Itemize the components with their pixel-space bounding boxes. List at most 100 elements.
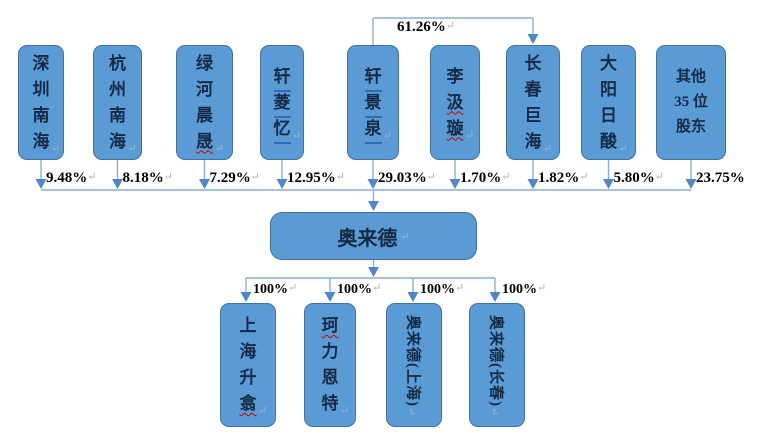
box-label: 长 bbox=[525, 51, 542, 77]
box-char: 河 bbox=[196, 79, 213, 99]
shareholder-box-li-jixuan: 李汲璇↵ bbox=[430, 45, 480, 160]
shareholder-box-xuan-jingquan: 轩景泉↵ bbox=[347, 45, 399, 160]
paragraph-mark: ↵ bbox=[250, 171, 260, 183]
box-char: 上 bbox=[239, 316, 257, 335]
box-label: 股东 bbox=[676, 115, 706, 140]
box-label: 忆↵ bbox=[273, 116, 301, 144]
cross-ownership-pct: 61.26%↵ bbox=[397, 19, 455, 36]
box-char: 李 bbox=[446, 66, 464, 86]
ownership-pct-aolaide-changchun: 100%↵ bbox=[502, 281, 546, 298]
shareholder-box-changchun-juhai: 长春巨海↵ bbox=[506, 45, 560, 160]
shareholder-box-dayang-risuan: 大阳日酸↵ bbox=[581, 45, 636, 160]
box-char: 景 bbox=[364, 90, 382, 118]
box-char: 泉 bbox=[364, 116, 382, 144]
box-char: 轩 bbox=[364, 64, 382, 92]
ownership-pct-keli-ente: 100%↵ bbox=[337, 281, 381, 298]
box-char: 汲 bbox=[446, 92, 464, 112]
paragraph-mark: ↵ bbox=[383, 129, 393, 142]
box-char: 南 bbox=[32, 105, 50, 125]
arrowhead-icon bbox=[368, 267, 379, 277]
paragraph-mark: ↵ bbox=[426, 171, 436, 183]
paragraph-mark: ↵ bbox=[501, 171, 511, 183]
paragraph-mark: ↵ bbox=[445, 20, 455, 32]
box-label: 晟↵ bbox=[196, 129, 224, 155]
box-label-text: 奥来德(长春) bbox=[487, 314, 504, 407]
ownership-pct-li-jixuan: 1.70%↵ bbox=[460, 170, 510, 187]
box-char: 其他 bbox=[675, 69, 706, 85]
percentage-text: 1.82% bbox=[538, 170, 580, 186]
paragraph-mark: ↵ bbox=[405, 406, 417, 416]
shareholder-box-lvhe-chensheng: 绿河晨晟↵ bbox=[176, 45, 233, 160]
paragraph-mark: ↵ bbox=[127, 142, 137, 155]
box-char: 晟 bbox=[196, 131, 213, 151]
percentage-text: 100% bbox=[337, 282, 372, 297]
ownership-pct-lvhe-chensheng: 7.29%↵ bbox=[210, 170, 260, 187]
paragraph-mark: ↵ bbox=[335, 171, 345, 183]
arrowhead-icon bbox=[112, 179, 123, 189]
arrowhead-icon bbox=[240, 292, 252, 302]
box-label: 奥来德(上海)↵ bbox=[404, 315, 425, 415]
paragraph-mark: ↵ bbox=[372, 282, 382, 294]
box-label: 深 bbox=[33, 51, 50, 77]
box-char: 翕 bbox=[239, 394, 257, 413]
percentage-text: 29.03% bbox=[378, 170, 427, 186]
box-label: 汲 bbox=[447, 90, 464, 116]
box-char: 海 bbox=[109, 131, 126, 151]
box-char: 阳 bbox=[600, 79, 617, 99]
box-label: 上 bbox=[240, 313, 257, 339]
paragraph-mark: ↵ bbox=[488, 406, 500, 416]
percentage-text: 12.95% bbox=[287, 170, 336, 186]
arrowhead-icon bbox=[685, 179, 697, 189]
percentage-text: 7.29% bbox=[209, 170, 251, 186]
parent-company-box: 奥来德↵ bbox=[270, 212, 477, 260]
shareholder-box-aolaide-shanghai: 奥来德(上海)↵ bbox=[386, 303, 442, 427]
shareholder-box-hangzhou-nanhai: 杭州南海↵ bbox=[93, 45, 142, 160]
box-label: 珂 bbox=[322, 313, 339, 339]
box-label: 海↵ bbox=[33, 129, 61, 155]
box-char: 股东 bbox=[675, 119, 706, 135]
arrowhead-icon bbox=[527, 34, 539, 44]
box-label: 翕↵ bbox=[239, 391, 268, 417]
ownership-pct-shenzhen-nanhai: 9.48%↵ bbox=[46, 170, 96, 187]
percentage-text: 100% bbox=[502, 282, 537, 297]
box-char: 大 bbox=[600, 53, 617, 73]
paragraph-mark: ↵ bbox=[654, 171, 664, 183]
percentage-text: 9.48% bbox=[46, 170, 88, 186]
box-char: 特 bbox=[321, 394, 339, 413]
box-label: 酸↵ bbox=[600, 129, 628, 155]
box-char: 轩 bbox=[273, 64, 291, 92]
box-label: 春 bbox=[525, 77, 542, 103]
paragraph-mark: ↵ bbox=[579, 171, 589, 183]
box-label: 晨 bbox=[196, 103, 213, 129]
paragraph-mark: ↵ bbox=[163, 171, 173, 183]
box-label: 璇↵ bbox=[447, 116, 475, 142]
box-label: 景 bbox=[364, 90, 382, 118]
box-char: 晨 bbox=[196, 105, 213, 125]
box-char: 绿 bbox=[196, 53, 213, 73]
box-label: 圳 bbox=[33, 77, 50, 103]
shareholder-box-shenzhen-nanhai: 深圳南海↵ bbox=[18, 45, 64, 160]
box-label: 杭 bbox=[109, 51, 126, 77]
percentage-text: 8.18% bbox=[122, 170, 164, 186]
percentage-text: 61.26% bbox=[397, 19, 446, 35]
shareholder-box-aolaide-changchun: 奥来德(长春)↵ bbox=[469, 303, 525, 427]
percentage-text: 23.75% bbox=[696, 170, 745, 186]
box-char: 恩 bbox=[321, 368, 339, 387]
ownership-pct-xuan-jingquan: 29.03%↵ bbox=[378, 170, 436, 187]
box-label: 阳 bbox=[600, 77, 617, 103]
box-char: 春 bbox=[524, 79, 542, 99]
box-char: 忆 bbox=[273, 116, 291, 144]
box-label: 菱 bbox=[273, 90, 291, 118]
box-char: 圳 bbox=[32, 79, 50, 99]
percentage-text: 5.80% bbox=[613, 170, 655, 186]
box-char: 巨 bbox=[524, 105, 542, 125]
arrowhead-icon bbox=[489, 292, 501, 302]
box-char: 海 bbox=[524, 131, 542, 151]
box-char: 珂 bbox=[321, 316, 339, 335]
box-char: 酸 bbox=[600, 131, 617, 151]
paragraph-mark: ↵ bbox=[340, 405, 350, 417]
arrowhead-icon bbox=[199, 179, 210, 189]
